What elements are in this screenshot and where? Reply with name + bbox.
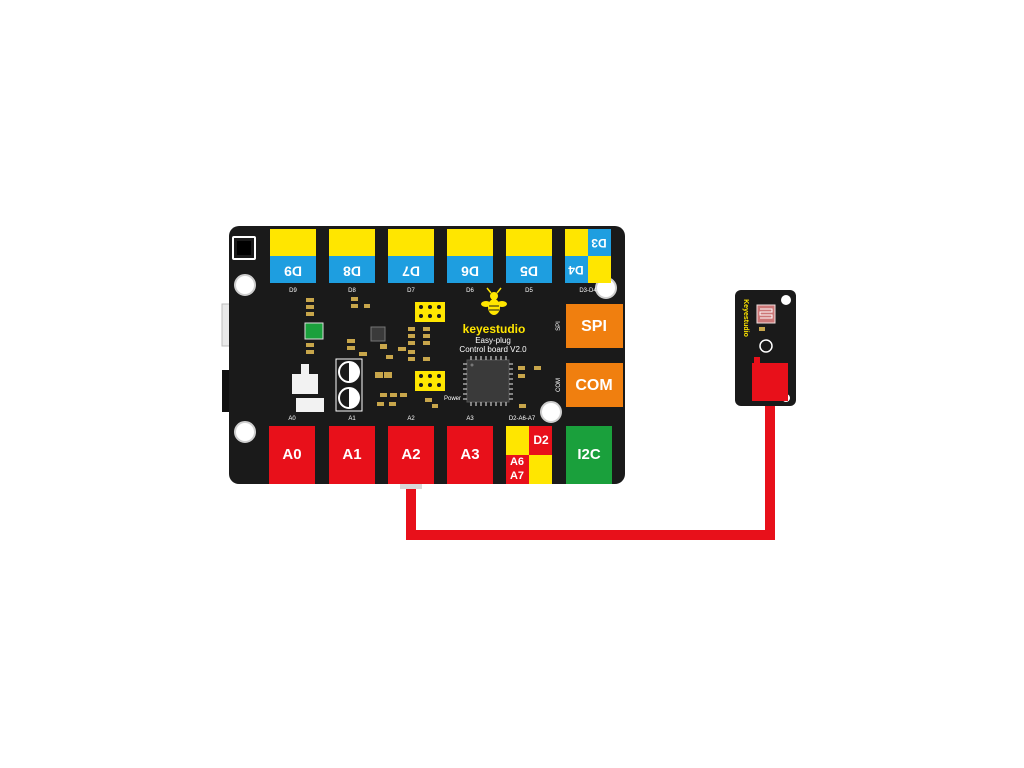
module-resistor xyxy=(759,327,765,331)
silk-d8: D8 xyxy=(348,288,356,294)
photoresistor xyxy=(756,304,776,324)
port-d7-label: D7 xyxy=(402,263,420,279)
port-d3-label: D3 xyxy=(591,236,607,250)
port-d8[interactable]: D8 xyxy=(329,229,375,283)
board-brand: keyestudio xyxy=(463,322,526,336)
port-a1[interactable]: A1 xyxy=(329,426,375,484)
reset-button[interactable] xyxy=(232,236,256,260)
silk-spi: SPI xyxy=(556,321,562,331)
silk-d7: D7 xyxy=(407,288,415,294)
crystal-oscillator xyxy=(304,322,324,340)
silk-power: Power xyxy=(444,396,461,402)
port-com[interactable]: COM xyxy=(566,363,623,407)
icsp-header-bottom xyxy=(415,371,445,391)
port-d4-label: D4 xyxy=(568,263,584,277)
port-d7[interactable]: D7 xyxy=(388,229,434,283)
port-a3-label: A3 xyxy=(460,446,479,463)
port-d9[interactable]: D9 xyxy=(270,229,316,283)
silk-d3-d4: D3-D4 xyxy=(579,288,597,294)
voltage-regulator xyxy=(292,364,324,412)
port-i2c[interactable]: I2C xyxy=(566,426,612,484)
module-brand: Keyestudio xyxy=(742,299,749,337)
port-d5-label: D5 xyxy=(520,263,538,279)
port-com-label: COM xyxy=(575,377,612,394)
port-d8-label: D8 xyxy=(343,263,361,279)
icsp-header-top xyxy=(415,302,445,322)
port-d3-d4[interactable]: D3 D4 xyxy=(565,229,611,283)
cable-plug-a2 xyxy=(400,481,422,489)
port-i2c-label: I2C xyxy=(577,446,601,463)
reset-button-cap xyxy=(237,241,251,255)
mount-hole xyxy=(540,401,562,423)
port-d6[interactable]: D6 xyxy=(447,229,493,283)
microcontroller-chip xyxy=(463,356,513,406)
board-model-line2: Control board V2.0 xyxy=(459,345,527,354)
sensor-marker xyxy=(759,339,773,353)
light-sensor-module: Keyestudio xyxy=(735,290,796,406)
module-mount-hole xyxy=(781,295,791,305)
port-d2-a6-a7[interactable]: D2 A6 A7 xyxy=(506,426,552,484)
electrolytic-capacitors xyxy=(335,358,363,412)
silk-d9: D9 xyxy=(289,288,297,294)
port-a3[interactable]: A3 xyxy=(447,426,493,484)
port-spi-label: SPI xyxy=(581,318,607,335)
keyestudio-bee-icon xyxy=(481,287,507,315)
port-a2-label: A2 xyxy=(401,446,420,463)
silk-a3: A3 xyxy=(466,416,474,422)
silk-a0: A0 xyxy=(288,416,296,422)
mount-hole xyxy=(234,421,256,443)
board-model-line1: Easy-plug xyxy=(475,336,511,345)
usb-chip xyxy=(370,326,386,342)
port-d2-label: D2 xyxy=(533,433,549,447)
module-connector[interactable] xyxy=(752,357,788,401)
silk-a1: A1 xyxy=(348,416,356,422)
silk-d5: D5 xyxy=(525,288,533,294)
port-d5[interactable]: D5 xyxy=(506,229,552,283)
silk-d2-a6-a7: D2-A6-A7 xyxy=(509,416,536,422)
control-board: D9 D8 D7 D6 D5 D3 D4 xyxy=(221,226,625,484)
connection-cable xyxy=(406,400,775,540)
port-a7-label: A7 xyxy=(510,470,524,482)
silk-com: COM xyxy=(556,378,562,392)
silk-a2: A2 xyxy=(407,416,415,422)
port-a0-label: A0 xyxy=(282,446,301,463)
smd-components xyxy=(306,297,541,408)
board-pcb xyxy=(229,226,625,484)
port-a1-label: A1 xyxy=(342,446,361,463)
port-d9-label: D9 xyxy=(284,263,302,279)
silk-d6: D6 xyxy=(466,288,474,294)
port-a2[interactable]: A2 xyxy=(388,426,434,484)
port-a6-label: A6 xyxy=(510,456,524,468)
mount-hole xyxy=(234,274,256,296)
port-spi[interactable]: SPI xyxy=(566,304,623,348)
port-d6-label: D6 xyxy=(461,263,479,279)
port-a0[interactable]: A0 xyxy=(269,426,315,484)
